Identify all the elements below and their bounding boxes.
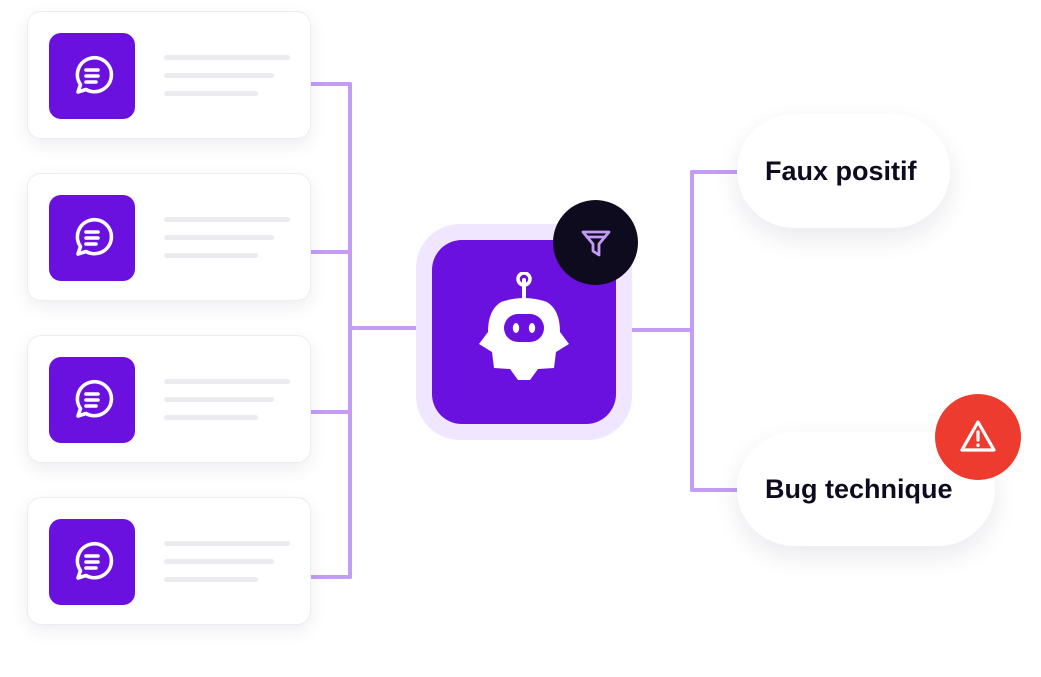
text-placeholder-line <box>164 73 274 78</box>
chat-bubble-icon <box>49 519 135 605</box>
warning-badge <box>935 394 1021 480</box>
text-placeholder-line <box>164 541 290 546</box>
text-placeholder-line <box>164 379 290 384</box>
text-placeholder-line <box>164 55 290 60</box>
text-placeholder-line <box>164 397 274 402</box>
input-card <box>27 497 311 625</box>
text-placeholder-line <box>164 235 274 240</box>
output-label: Bug technique <box>765 473 953 504</box>
text-placeholder-line <box>164 253 258 258</box>
text-placeholder-line <box>164 577 258 582</box>
filter-badge <box>553 200 638 285</box>
chat-bubble-icon <box>49 357 135 443</box>
text-placeholder-line <box>164 91 258 96</box>
input-card <box>27 11 311 139</box>
text-placeholder-line <box>164 217 290 222</box>
text-placeholder-line <box>164 559 274 564</box>
robot-icon <box>479 272 569 380</box>
input-card <box>27 335 311 463</box>
chat-bubble-icon <box>49 195 135 281</box>
chat-bubble-icon <box>49 33 135 119</box>
output-false-positive: Faux positif <box>737 114 950 228</box>
text-placeholder-line <box>164 415 258 420</box>
input-card <box>27 173 311 301</box>
output-label: Faux positif <box>765 155 917 186</box>
warning-triangle-icon <box>960 420 996 452</box>
filter-funnel-icon <box>581 230 610 256</box>
